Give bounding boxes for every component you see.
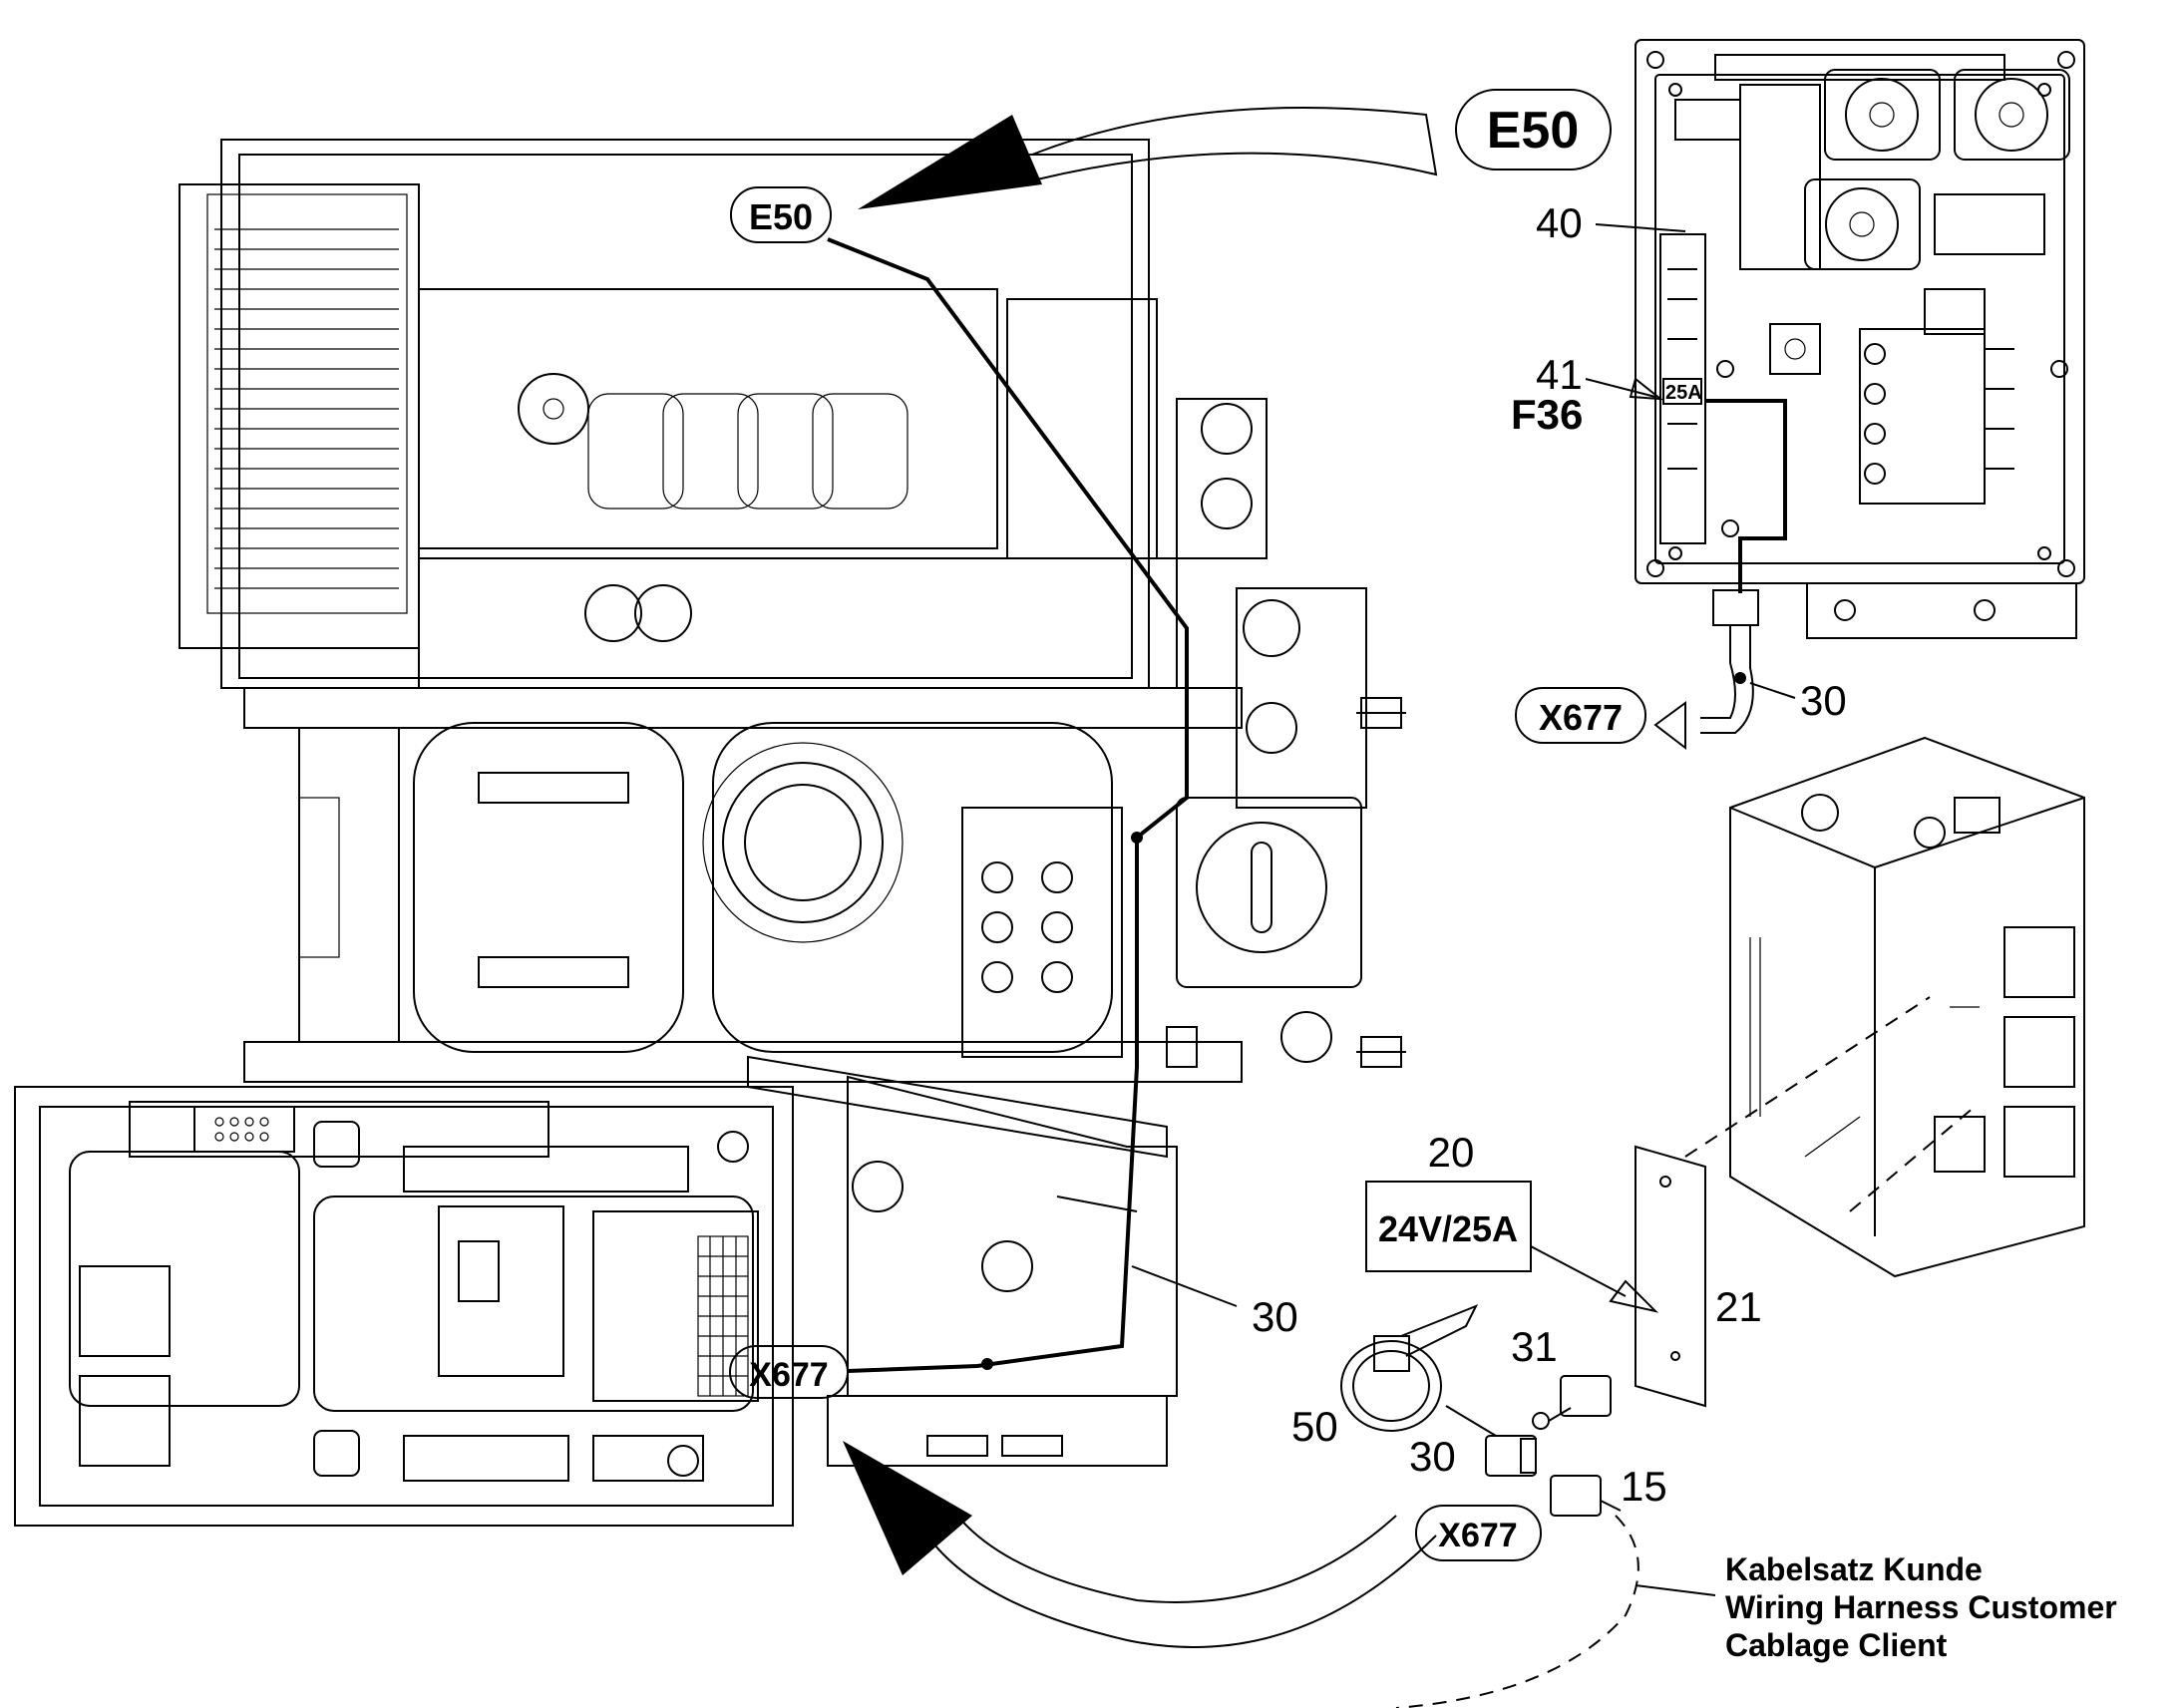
connector-parts (1445, 1375, 1622, 1517)
x677-mid-callout: X677 (749, 1356, 828, 1394)
label-30-mid: 30 (1252, 1293, 1298, 1340)
label-41: 41 (1536, 351, 1583, 398)
control-module (1729, 736, 2085, 1278)
note-line-3: Cablage Client (1725, 1627, 1948, 1663)
radiator (214, 228, 399, 589)
e50-main-callout-frame (1455, 89, 1612, 171)
leader-30-top (1749, 682, 1796, 699)
e50-small-callout: E50 (749, 196, 813, 237)
x677-bottom-callout-frame (1415, 1505, 1542, 1561)
fuse-strip (1659, 233, 1706, 544)
wire-dot-2 (981, 1358, 993, 1370)
e50-small-callout-frame (730, 186, 832, 243)
e50-electrical-box (1635, 39, 2085, 639)
x677-bottom-callout: X677 (1438, 1517, 1517, 1554)
arrow-head-e50 (858, 115, 1042, 209)
relay-sockets (1804, 69, 2070, 270)
x677-mid-callout-frame (729, 1345, 849, 1399)
label-50: 50 (1291, 1403, 1338, 1450)
wire-30-exit-outline (1700, 626, 1754, 734)
projection-line-2 (1849, 1106, 1976, 1212)
connector-pins (214, 1117, 269, 1142)
leader-customer (1635, 1584, 1716, 1596)
arrow-to-x677 (925, 1514, 1437, 1648)
mounting-screws (1646, 51, 2075, 577)
arrow-head-x677 (843, 1441, 972, 1575)
label-20-box (1365, 1181, 1532, 1272)
label-21: 21 (1715, 1283, 1762, 1330)
wire-dot-1 (1131, 832, 1143, 844)
leader-20 (1530, 1245, 1627, 1297)
x677-top-callout-frame (1515, 687, 1646, 744)
label-rating: 24V/25A (1378, 1208, 1518, 1249)
label-30-low: 30 (1409, 1433, 1456, 1480)
cable-tie-50 (1340, 1304, 1479, 1432)
machine-assembly (14, 139, 1406, 1527)
e50-main-callout: E50 (1487, 102, 1580, 160)
label-20: 20 (1428, 1129, 1475, 1176)
plate-21 (1635, 1145, 1706, 1408)
wire-30-exit (1700, 626, 1736, 719)
label-30-top: 30 (1800, 677, 1847, 724)
arrow-to-e50 (1031, 107, 1438, 180)
label-15: 15 (1621, 1463, 1667, 1510)
wire-30-box (1705, 399, 1787, 593)
wire-dot-top (1734, 672, 1746, 684)
note-line-2: Wiring Harness Customer (1725, 1589, 2117, 1625)
leader-30-mid (1131, 1265, 1238, 1307)
label-31: 31 (1511, 1323, 1558, 1370)
note-line-1: Kabelsatz Kunde (1725, 1551, 1983, 1587)
customer-harness-line (1395, 1515, 1639, 1708)
projection-line-1 (1684, 996, 1931, 1158)
leader-41 (1585, 378, 1656, 398)
label-f36: F36 (1511, 391, 1583, 438)
arrow-to-x677 (1653, 701, 1686, 751)
label-fuse-25a: 25A (1665, 382, 1702, 404)
x677-top-callout: X677 (1539, 697, 1623, 738)
label-40: 40 (1536, 199, 1583, 246)
leader-40 (1595, 223, 1686, 232)
mesh-grille (697, 1235, 749, 1397)
